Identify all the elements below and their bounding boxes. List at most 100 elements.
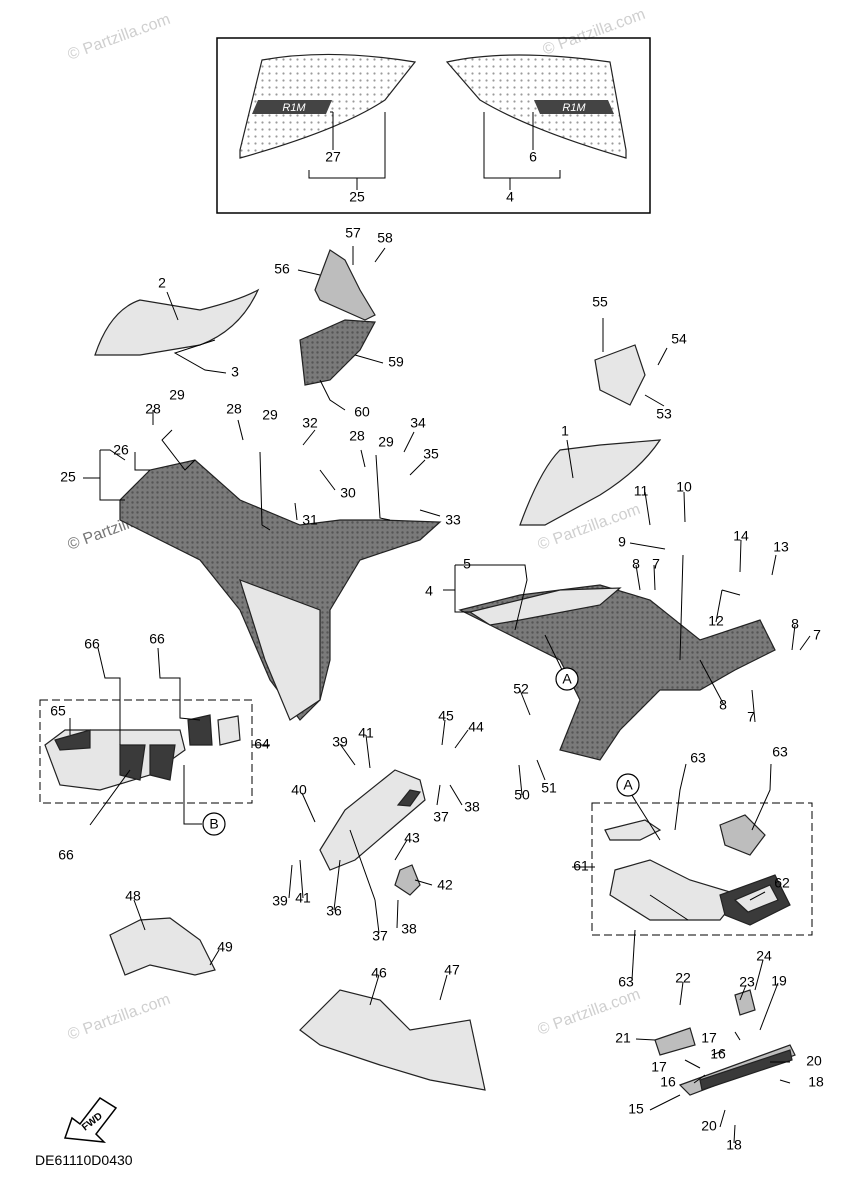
callout: 43 bbox=[404, 830, 420, 846]
dashed-insets bbox=[39, 699, 813, 936]
callout: 18 bbox=[808, 1074, 824, 1090]
callout: 25 bbox=[349, 189, 365, 205]
callout: 8 bbox=[719, 697, 727, 713]
panel-61-side bbox=[719, 814, 766, 856]
callout: 4 bbox=[425, 583, 433, 599]
callout: 31 bbox=[302, 512, 318, 528]
callout: 12 bbox=[708, 613, 724, 629]
callout: 29 bbox=[169, 387, 185, 403]
callout: 58 bbox=[377, 230, 393, 246]
rail-15-trim bbox=[699, 1049, 793, 1091]
callout: 11 bbox=[634, 483, 649, 499]
r1m-emblem-left bbox=[252, 100, 332, 114]
r1m-emblem-text: R1M bbox=[562, 102, 586, 114]
callout: 63 bbox=[772, 744, 788, 760]
callout: 66 bbox=[84, 636, 100, 652]
callout: 42 bbox=[437, 877, 453, 893]
callout: 26 bbox=[113, 442, 129, 458]
callout: 16 bbox=[710, 1046, 726, 1062]
inset-64 bbox=[39, 699, 253, 804]
callout: 29 bbox=[262, 407, 278, 423]
inset-frame bbox=[216, 37, 651, 214]
air-duct bbox=[299, 319, 376, 386]
bracket-48 bbox=[109, 917, 216, 976]
callout: 33 bbox=[445, 512, 461, 528]
callout: 23 bbox=[739, 974, 755, 990]
callout: 36 bbox=[326, 903, 342, 919]
fwd-arrow: FWD bbox=[63, 1097, 118, 1143]
callout: 41 bbox=[295, 890, 311, 906]
bracket-21 bbox=[654, 1027, 696, 1056]
right-cowling-upper bbox=[468, 587, 622, 626]
callout: 65 bbox=[50, 703, 66, 719]
callout-labels: 27 25 6 4 57 58 56 2 3 59 60 55 54 53 1 … bbox=[50, 149, 824, 1153]
callout: 47 bbox=[444, 962, 460, 978]
callout: 3 bbox=[231, 364, 239, 380]
callout: 17 bbox=[651, 1059, 667, 1075]
callout: 39 bbox=[332, 734, 348, 750]
callout: 16 bbox=[660, 1074, 676, 1090]
bracket-42 bbox=[394, 864, 421, 896]
bracket-56 bbox=[314, 249, 376, 321]
callout: 61 bbox=[573, 858, 589, 874]
callout: 9 bbox=[618, 534, 626, 550]
callout: 48 bbox=[125, 888, 141, 904]
callout: 53 bbox=[656, 406, 672, 422]
callout: 20 bbox=[806, 1053, 822, 1069]
callout: 20 bbox=[701, 1118, 717, 1134]
callout: 55 bbox=[592, 294, 608, 310]
callout: 6 bbox=[529, 149, 537, 165]
callout: 56 bbox=[274, 261, 290, 277]
lower-panel-36-detail bbox=[396, 789, 422, 807]
callout: 10 bbox=[676, 479, 692, 495]
side-cover bbox=[519, 439, 662, 526]
part-shapes: FWD bbox=[44, 249, 796, 1143]
callout: 38 bbox=[464, 799, 480, 815]
callout: 37 bbox=[433, 809, 449, 825]
callout: 22 bbox=[675, 970, 691, 986]
callout: 50 bbox=[514, 787, 530, 803]
callout: 17 bbox=[701, 1030, 717, 1046]
callout: 15 bbox=[628, 1101, 644, 1117]
panel-fin-right bbox=[149, 744, 176, 781]
callout: 39 bbox=[272, 893, 288, 909]
callout: 1 bbox=[561, 423, 569, 439]
callout: 2 bbox=[158, 275, 166, 291]
callout: 34 bbox=[410, 415, 426, 431]
panel-65-inner bbox=[54, 729, 91, 751]
callout: 66 bbox=[149, 631, 165, 647]
callout: 37 bbox=[372, 928, 388, 944]
bracket-66 bbox=[187, 714, 213, 746]
left-cowling-inner bbox=[239, 579, 321, 721]
callout: 46 bbox=[371, 965, 387, 981]
r1m-emblem-text: R1M bbox=[282, 102, 306, 114]
callout: 59 bbox=[388, 354, 404, 370]
under-cover-46 bbox=[299, 989, 486, 1091]
callout: 52 bbox=[513, 681, 529, 697]
watermark: © Partzilla.com bbox=[66, 11, 173, 64]
left-cowling bbox=[119, 459, 442, 721]
callout: 28 bbox=[226, 401, 242, 417]
trim-62-inner bbox=[733, 884, 779, 913]
callout: 14 bbox=[733, 528, 749, 544]
callout: 40 bbox=[291, 782, 307, 798]
callout: 49 bbox=[217, 939, 233, 955]
callout: 29 bbox=[378, 434, 394, 450]
callout: 7 bbox=[652, 556, 660, 572]
bracket-23 bbox=[734, 989, 756, 1016]
callout: 63 bbox=[690, 750, 706, 766]
callout: 8 bbox=[632, 556, 640, 572]
inset-61 bbox=[591, 802, 813, 936]
callout: 41 bbox=[358, 725, 374, 741]
right-side-decal bbox=[445, 54, 627, 159]
callout: 66 bbox=[58, 847, 74, 863]
callout: 19 bbox=[771, 973, 787, 989]
callout: 62 bbox=[774, 875, 790, 891]
callout: 21 bbox=[615, 1030, 631, 1046]
diagram-code: DE61110D0430 bbox=[35, 1152, 133, 1168]
panel-fin-left bbox=[119, 744, 146, 781]
callout: 4 bbox=[506, 189, 514, 205]
cover-53 bbox=[594, 344, 646, 406]
upper-panel-left bbox=[94, 288, 260, 356]
